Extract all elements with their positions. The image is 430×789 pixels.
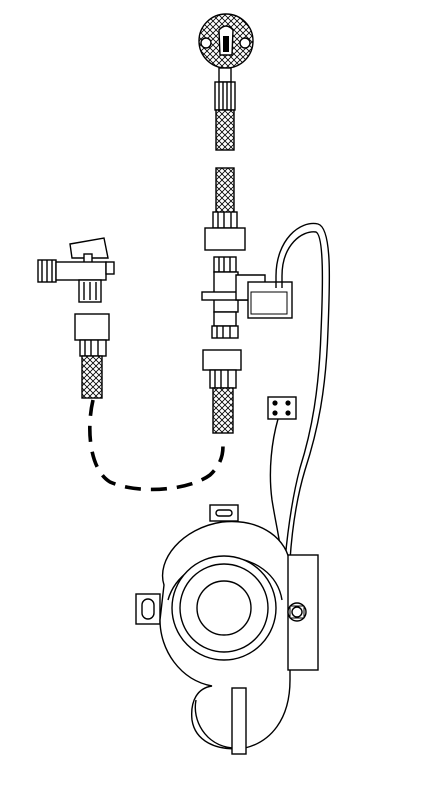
wall-flange (198, 13, 254, 69)
braided-hose-left (74, 313, 110, 399)
solenoid-valve (201, 256, 293, 339)
braided-hose-lower (204, 167, 246, 251)
connector-block (267, 396, 297, 420)
braided-hose-middle (202, 349, 242, 434)
pump-unit (135, 504, 319, 755)
dashed-hose-loop (88, 399, 225, 492)
braided-hose-upper (214, 67, 236, 151)
angle-stop-valve (37, 237, 115, 303)
signal-cable (269, 222, 331, 561)
